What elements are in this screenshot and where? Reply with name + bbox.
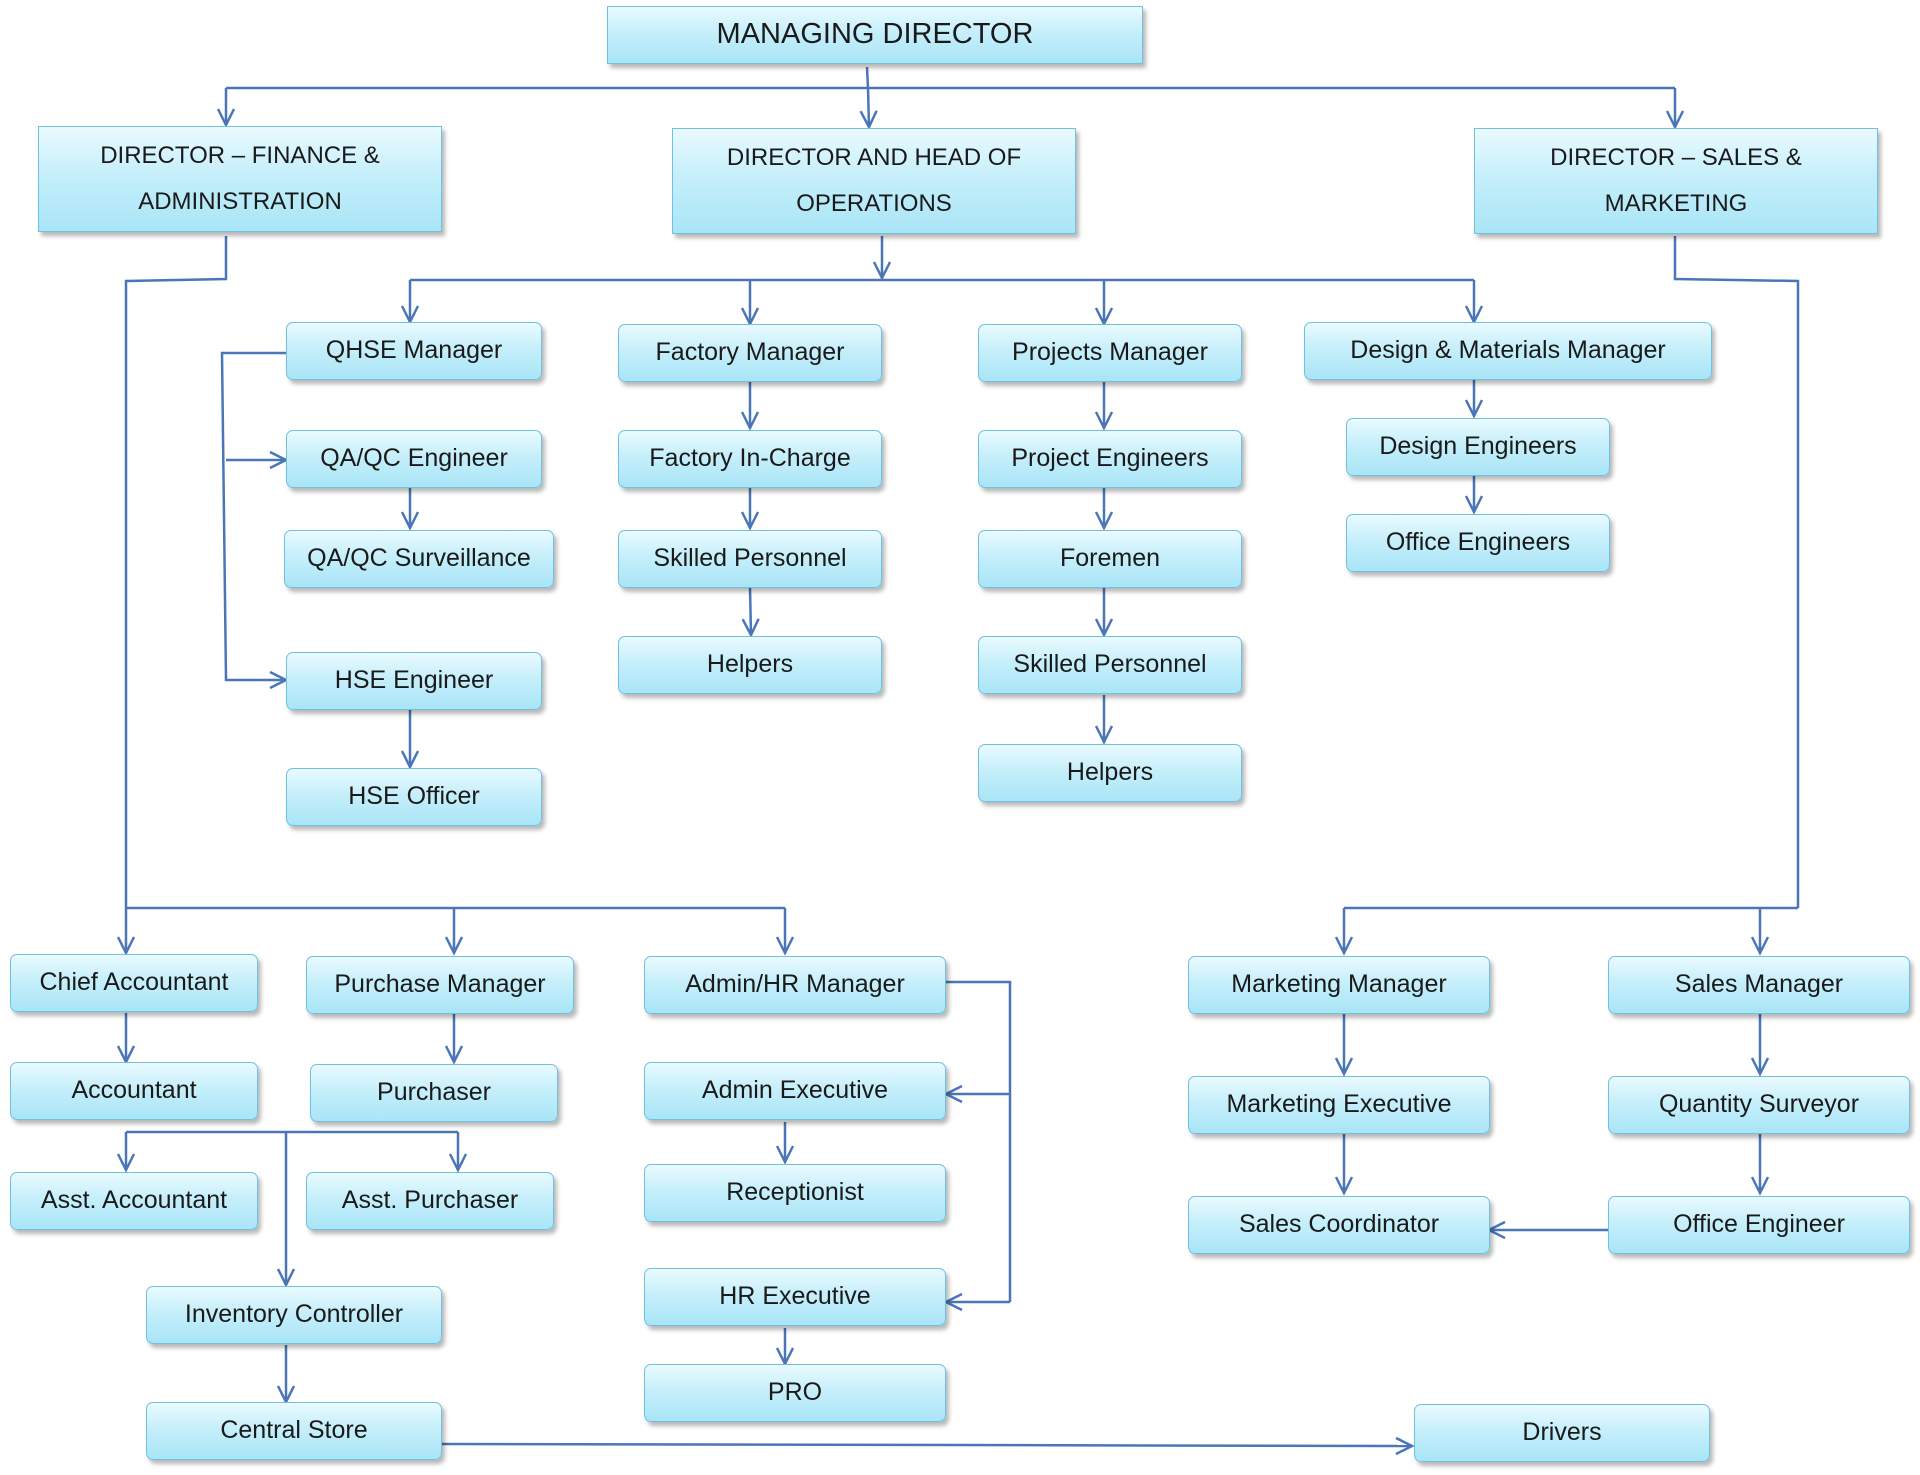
pro-box: PRO <box>644 1364 946 1422</box>
factory-in-charge-box: Factory In-Charge <box>618 430 882 488</box>
admin-hr-manager-box: Admin/HR Manager <box>644 956 946 1014</box>
hse-engineer-box: HSE Engineer <box>286 652 542 710</box>
connector-to-dho <box>859 87 878 130</box>
connector-to-drv <box>441 1436 1415 1456</box>
marketing-executive-box: Marketing Executive <box>1188 1076 1490 1134</box>
accountant-box: Accountant <box>10 1062 258 1120</box>
hr-executive-box: HR Executive <box>644 1268 946 1326</box>
drivers-box: Drivers <box>1414 1404 1710 1462</box>
director-head-of-operations-box: DIRECTOR AND HEAD OF OPERATIONS <box>672 128 1076 234</box>
connector-md-trunk <box>865 66 870 89</box>
asst-accountant-box: Asst. Accountant <box>10 1172 258 1230</box>
projects-manager-box: Projects Manager <box>978 324 1242 382</box>
inventory-controller-box: Inventory Controller <box>146 1286 442 1344</box>
factory-manager-box: Factory Manager <box>618 324 882 382</box>
connector-qhse-left <box>220 351 289 690</box>
receptionist-box: Receptionist <box>644 1164 946 1222</box>
connector-ahm-right <box>945 980 1012 1302</box>
marketing-manager-box: Marketing Manager <box>1188 956 1490 1014</box>
design-materials-manager-box: Design & Materials Manager <box>1304 322 1712 380</box>
sales-manager-box: Sales Manager <box>1608 956 1910 1014</box>
director-finance-administration-box: DIRECTOR – FINANCE & ADMINISTRATION <box>38 126 442 232</box>
director-sales-marketing-box: DIRECTOR – SALES & MARKETING <box>1474 128 1878 234</box>
project-engineers-box: Project Engineers <box>978 430 1242 488</box>
factory-helpers-box: Helpers <box>618 636 882 694</box>
admin-executive-box: Admin Executive <box>644 1062 946 1120</box>
central-store-box: Central Store <box>146 1402 442 1460</box>
purchaser-box: Purchaser <box>310 1064 558 1122</box>
qaqc-surveillance-box: QA/QC Surveillance <box>284 530 554 588</box>
asst-purchaser-box: Asst. Purchaser <box>306 1172 554 1230</box>
purchase-manager-box: Purchase Manager <box>306 956 574 1014</box>
chief-accountant-box: Chief Accountant <box>10 954 258 1012</box>
design-engineers-box: Design Engineers <box>1346 418 1610 476</box>
factory-skilled-personnel-box: Skilled Personnel <box>618 530 882 588</box>
managing-director-box: MANAGING DIRECTOR <box>607 6 1143 64</box>
qaqc-engineer-box: QA/QC Engineer <box>286 430 542 488</box>
projects-skilled-personnel-box: Skilled Personnel <box>978 636 1242 694</box>
hse-officer-box: HSE Officer <box>286 768 542 826</box>
sales-coordinator-box: Sales Coordinator <box>1188 1196 1490 1254</box>
connector-dsm-trunk <box>1673 236 1800 908</box>
foremen-box: Foremen <box>978 530 1242 588</box>
connector-dfa-trunk <box>124 236 228 908</box>
office-engineer-box: Office Engineer <box>1608 1196 1910 1254</box>
connector-to-fh <box>741 587 760 638</box>
quantity-surveyor-box: Quantity Surveyor <box>1608 1076 1910 1134</box>
office-engineers-box: Office Engineers <box>1346 514 1610 572</box>
projects-helpers-box: Helpers <box>978 744 1242 802</box>
qhse-manager-box: QHSE Manager <box>286 322 542 380</box>
